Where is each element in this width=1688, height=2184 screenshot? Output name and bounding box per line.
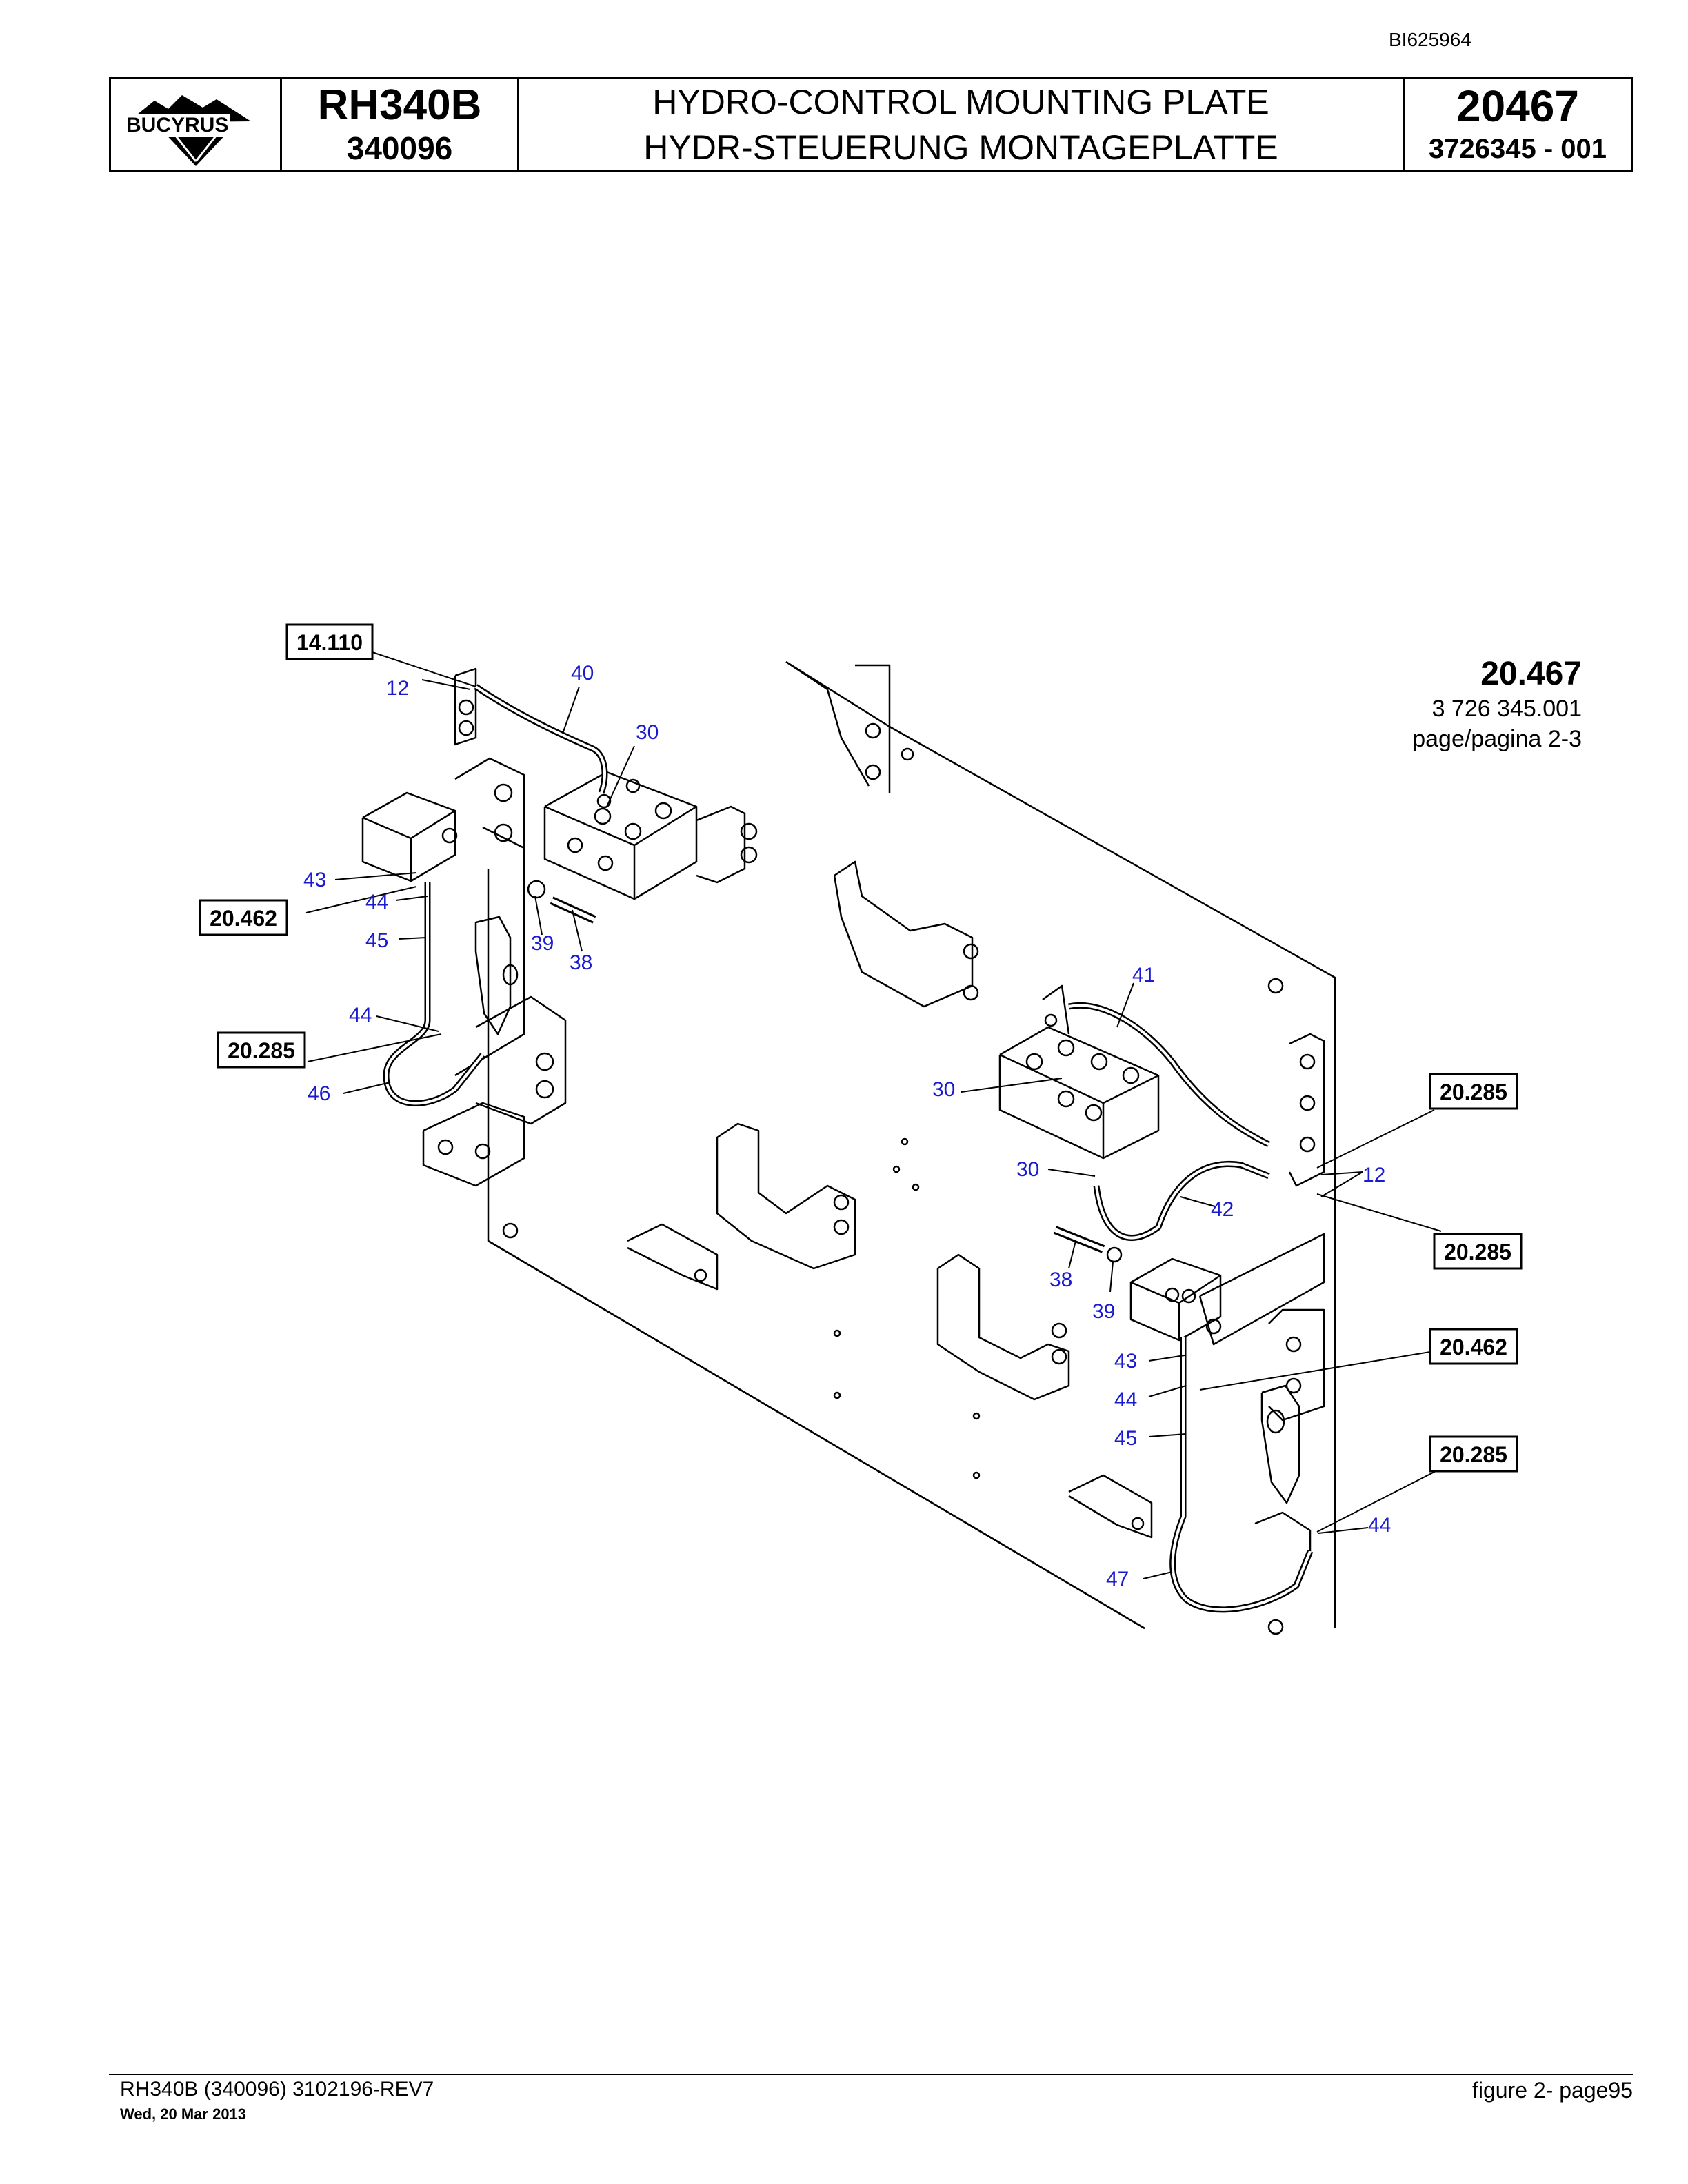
callout-30: 30	[1016, 1158, 1039, 1181]
callout-39: 39	[531, 932, 554, 955]
callout-38: 38	[1049, 1268, 1072, 1291]
brand-logo-cell: BUCYRUS	[111, 79, 282, 170]
reference-boxes: 14.110 20.462 20.285 20.285 20.285 20.46…	[199, 623, 1523, 1473]
ref-20285-right-2: 20.285	[1444, 1240, 1511, 1264]
callout-45: 45	[1114, 1427, 1137, 1450]
serial-number: 340096	[346, 130, 453, 166]
line-art	[361, 660, 1336, 1635]
callout-45: 45	[365, 929, 388, 952]
callout-44: 44	[1114, 1388, 1137, 1411]
callout-42: 42	[1211, 1198, 1234, 1221]
title-cell: HYDRO-CONTROL MOUNTING PLATE HYDR-STEUER…	[519, 79, 1405, 170]
ref-20285-right-1: 20.285	[1440, 1080, 1507, 1104]
ref-14110: 14.110	[297, 630, 363, 655]
callout-30: 30	[932, 1078, 955, 1101]
brand-name: BUCYRUS	[125, 114, 230, 137]
ref-20285-right-3: 20.285	[1440, 1442, 1507, 1467]
callout-43: 43	[1114, 1350, 1137, 1373]
footer-divider	[109, 2074, 1633, 2075]
callout-12: 12	[1363, 1164, 1385, 1186]
figure-number-cell: 20467 3726345 - 001	[1405, 79, 1631, 170]
figure-reference-number: 20.467	[1480, 656, 1582, 692]
leader-lines	[305, 651, 1442, 1579]
callout-46: 46	[308, 1082, 330, 1105]
ref-20285-left: 20.285	[228, 1038, 295, 1063]
callout-44: 44	[1368, 1514, 1391, 1537]
callout-12: 12	[386, 677, 409, 700]
figure-reference: 20.467 3 726 345.001 page/pagina 2-3	[1412, 655, 1582, 754]
callout-30: 30	[636, 721, 659, 744]
callout-43: 43	[303, 869, 326, 891]
title-block: BUCYRUS RH340B 340096 HYDRO-CONTROL MOUN…	[109, 77, 1633, 172]
part-number: 3726345 - 001	[1428, 134, 1607, 164]
item-callouts: 12 40 30 43 44 45 39 38 44 46 41 30 30 1…	[303, 662, 1391, 1590]
callout-44: 44	[365, 891, 388, 913]
model-name: RH340B	[317, 81, 482, 129]
ref-20462-left: 20.462	[210, 906, 277, 931]
callout-39: 39	[1092, 1300, 1115, 1323]
footer-document-ref: RH340B (340096) 3102196-REV7	[120, 2078, 434, 2101]
figure-number: 20467	[1456, 81, 1579, 131]
title-german: HYDR-STEUERUNG MONTAGEPLATTE	[643, 128, 1278, 167]
callout-40: 40	[571, 662, 594, 685]
model-cell: RH340B 340096	[282, 79, 519, 170]
figure-reference-page: page/pagina 2-3	[1412, 726, 1582, 752]
callout-44: 44	[349, 1004, 372, 1027]
callout-41: 41	[1132, 964, 1155, 987]
callout-47: 47	[1106, 1568, 1129, 1590]
footer-page: figure 2- page95	[1471, 2078, 1633, 2103]
ref-20462-right: 20.462	[1440, 1335, 1507, 1359]
title-english: HYDRO-CONTROL MOUNTING PLATE	[652, 83, 1269, 121]
figure-reference-part: 3 726 345.001	[1431, 696, 1582, 722]
document-id: BI625964	[1389, 29, 1471, 50]
callout-38: 38	[570, 951, 592, 974]
footer-date: Wed, 20 Mar 2013	[120, 2105, 247, 2123]
